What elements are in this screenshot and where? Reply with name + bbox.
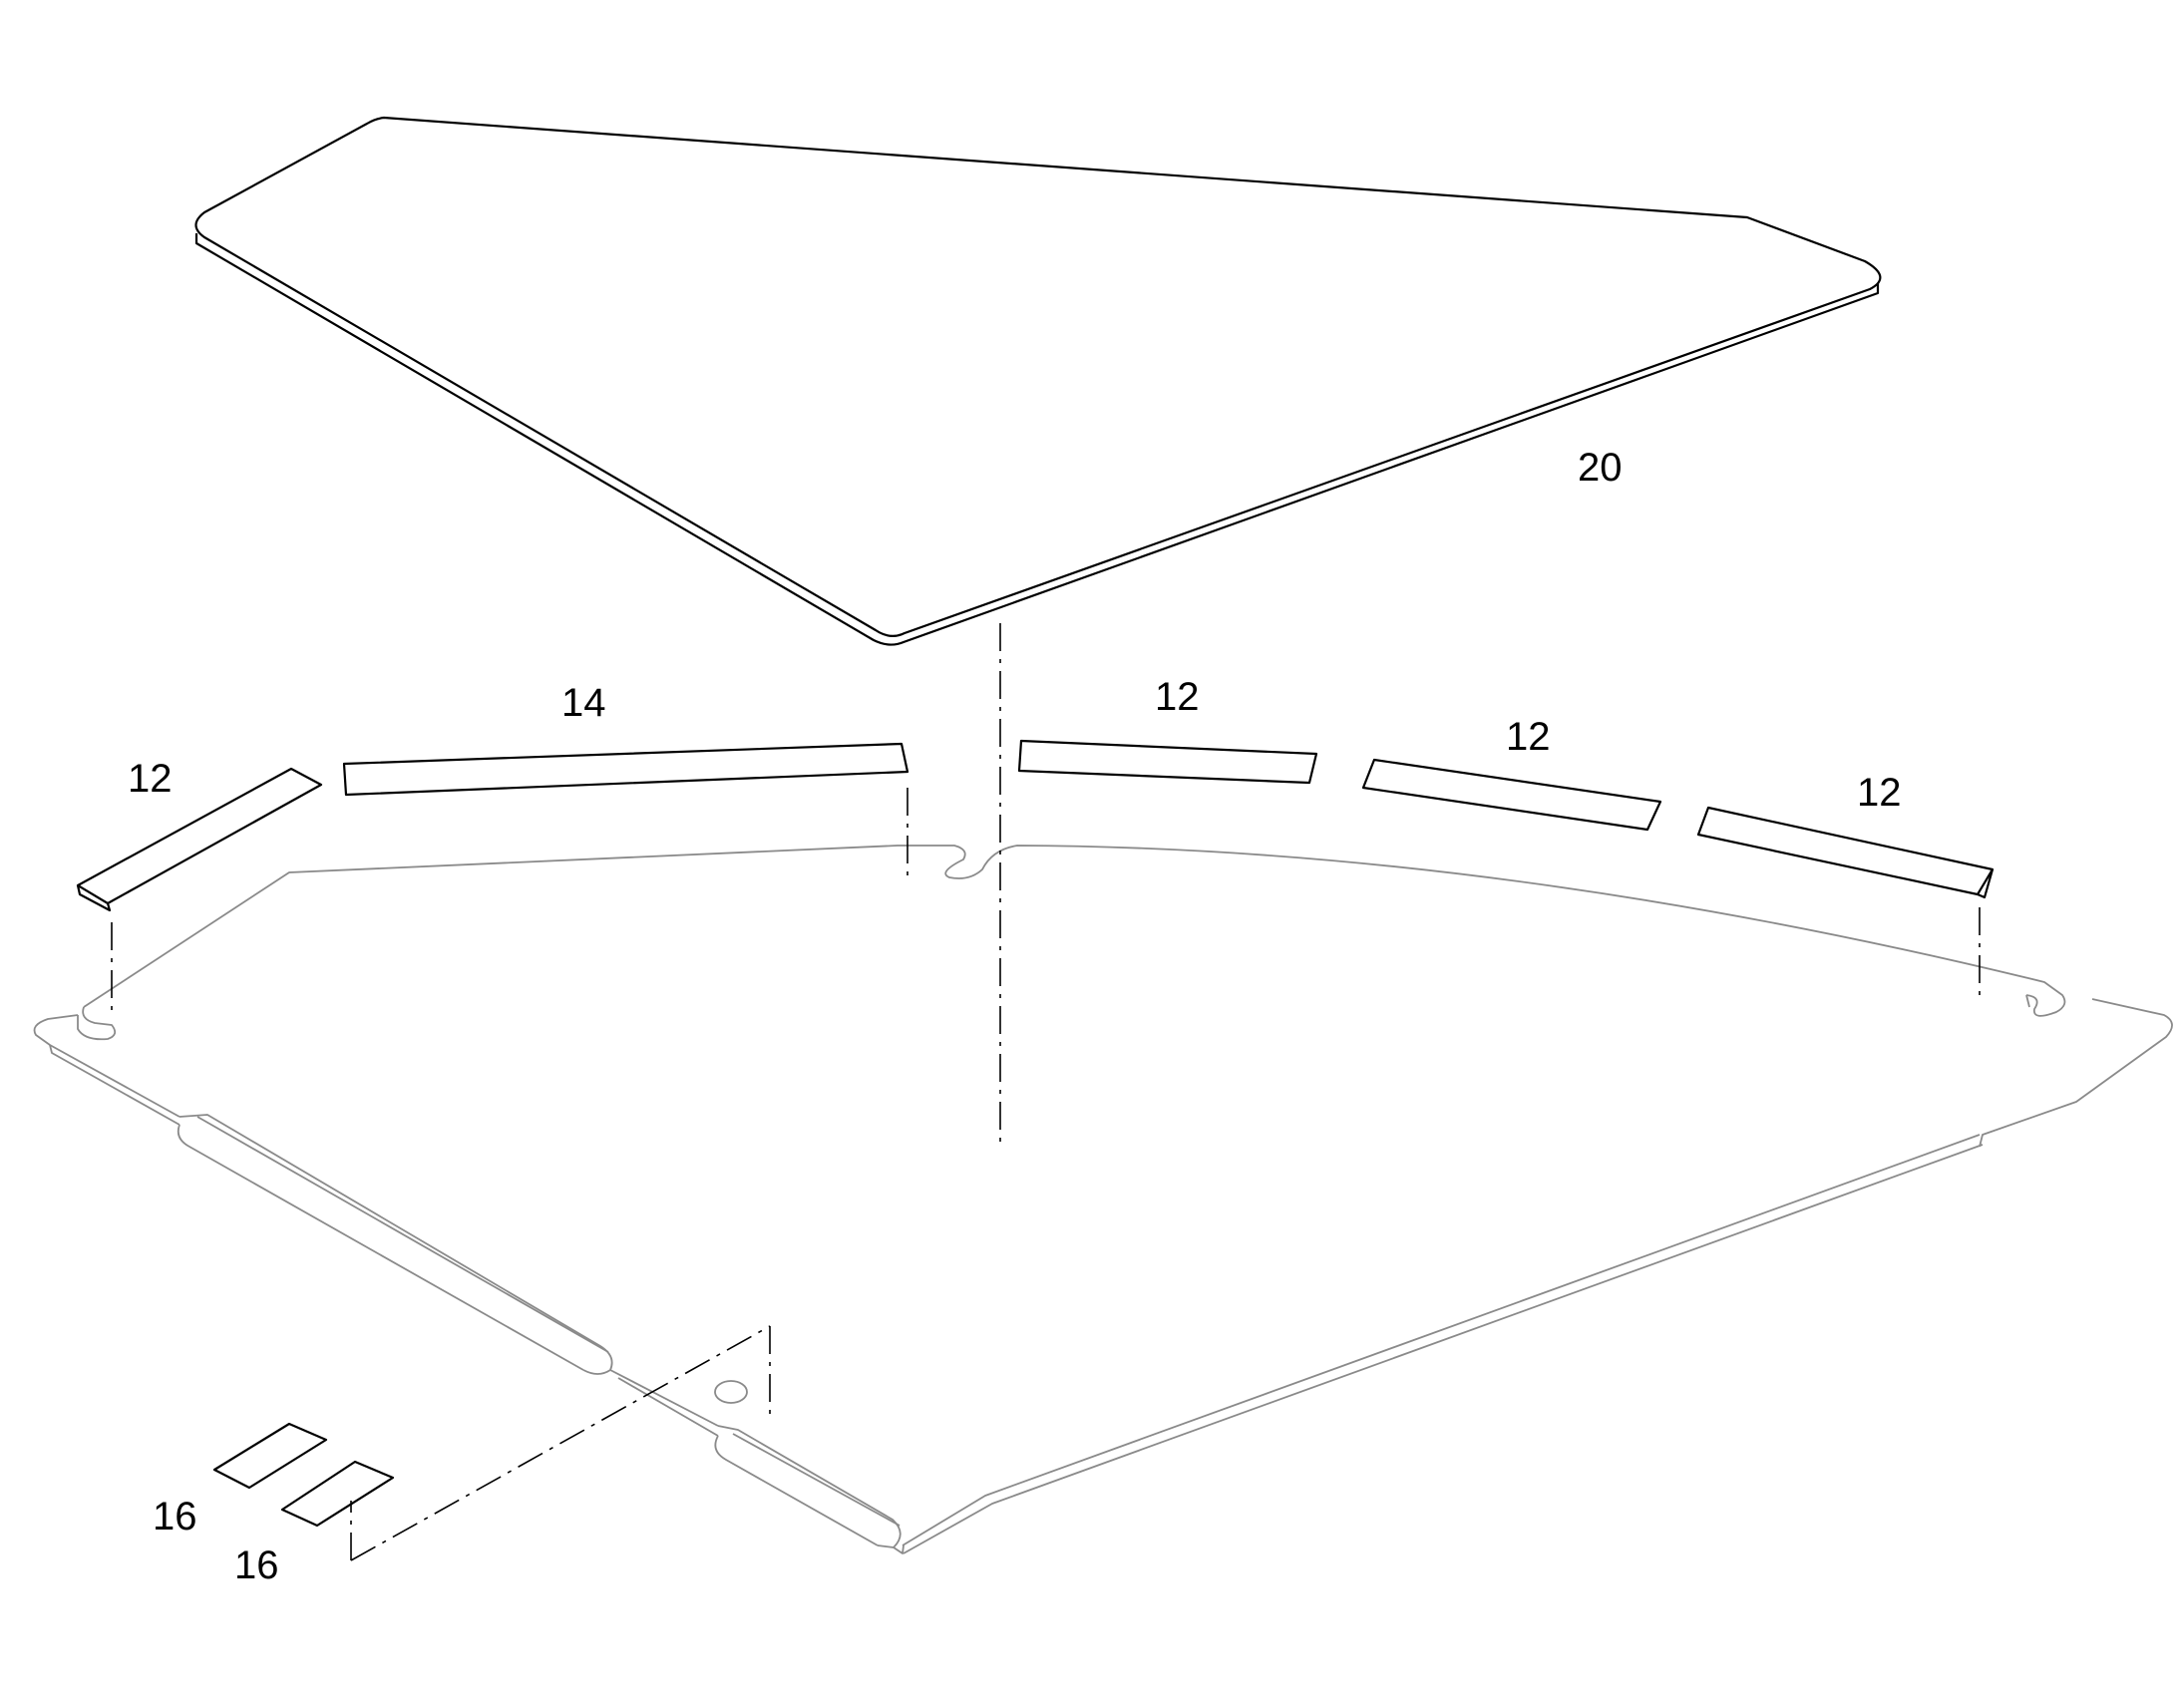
base-tray [33,845,2173,1554]
label-strip-right-b: 12 [1857,771,1902,815]
strip-center [1017,739,1318,785]
label-strip-center: 12 [1155,675,1200,719]
center-lines [111,623,1981,1561]
strip-right-a [1361,758,1662,832]
pad-b [280,1460,395,1528]
strip-right-b [1696,806,1995,899]
label-pad-a: 16 [153,1495,197,1538]
label-top-panel: 20 [1578,446,1623,490]
strip-long [342,742,909,797]
strip-left [76,767,323,912]
label-long-strip: 14 [561,681,606,725]
label-strip-left: 12 [128,757,173,801]
label-strip-right-a: 12 [1506,715,1551,759]
top-panel [194,116,1882,646]
pad-a [212,1422,328,1490]
label-pad-b: 16 [234,1543,279,1587]
